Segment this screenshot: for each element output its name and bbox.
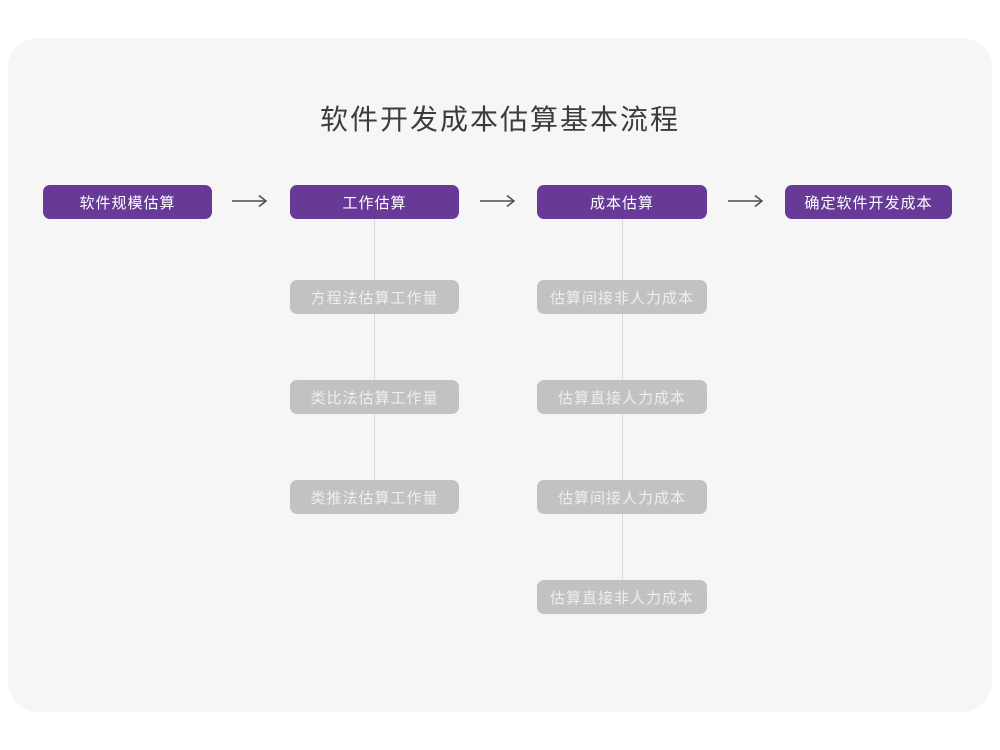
substep-node-direct-nonlabor-cost: 估算直接非人力成本 xyxy=(537,580,707,614)
diagram-title: 软件开发成本估算基本流程 xyxy=(319,104,680,135)
long-right-arrow-icon xyxy=(727,194,765,208)
substep-node-equation-method: 方程法估算工作量 xyxy=(290,280,459,314)
stage-node-cost-estimation: 成本估算 xyxy=(537,185,707,219)
substep-node-indirect-nonlabor-cost: 估算间接非人力成本 xyxy=(537,280,707,314)
long-right-arrow-icon xyxy=(231,194,269,208)
connector-line-work-estimation xyxy=(374,219,375,480)
substep-node-extrapolation-method: 类推法估算工作量 xyxy=(290,480,459,514)
substep-node-analogy-method: 类比法估算工作量 xyxy=(290,380,459,414)
stage-node-work-estimation: 工作估算 xyxy=(290,185,459,219)
substep-node-indirect-labor-cost: 估算间接人力成本 xyxy=(537,480,707,514)
long-right-arrow-icon xyxy=(479,194,517,208)
stage-node-software-size-estimation: 软件规模估算 xyxy=(43,185,212,219)
diagram-card xyxy=(8,38,992,712)
stage-node-determine-dev-cost: 确定软件开发成本 xyxy=(785,185,952,219)
substep-node-direct-labor-cost: 估算直接人力成本 xyxy=(537,380,707,414)
